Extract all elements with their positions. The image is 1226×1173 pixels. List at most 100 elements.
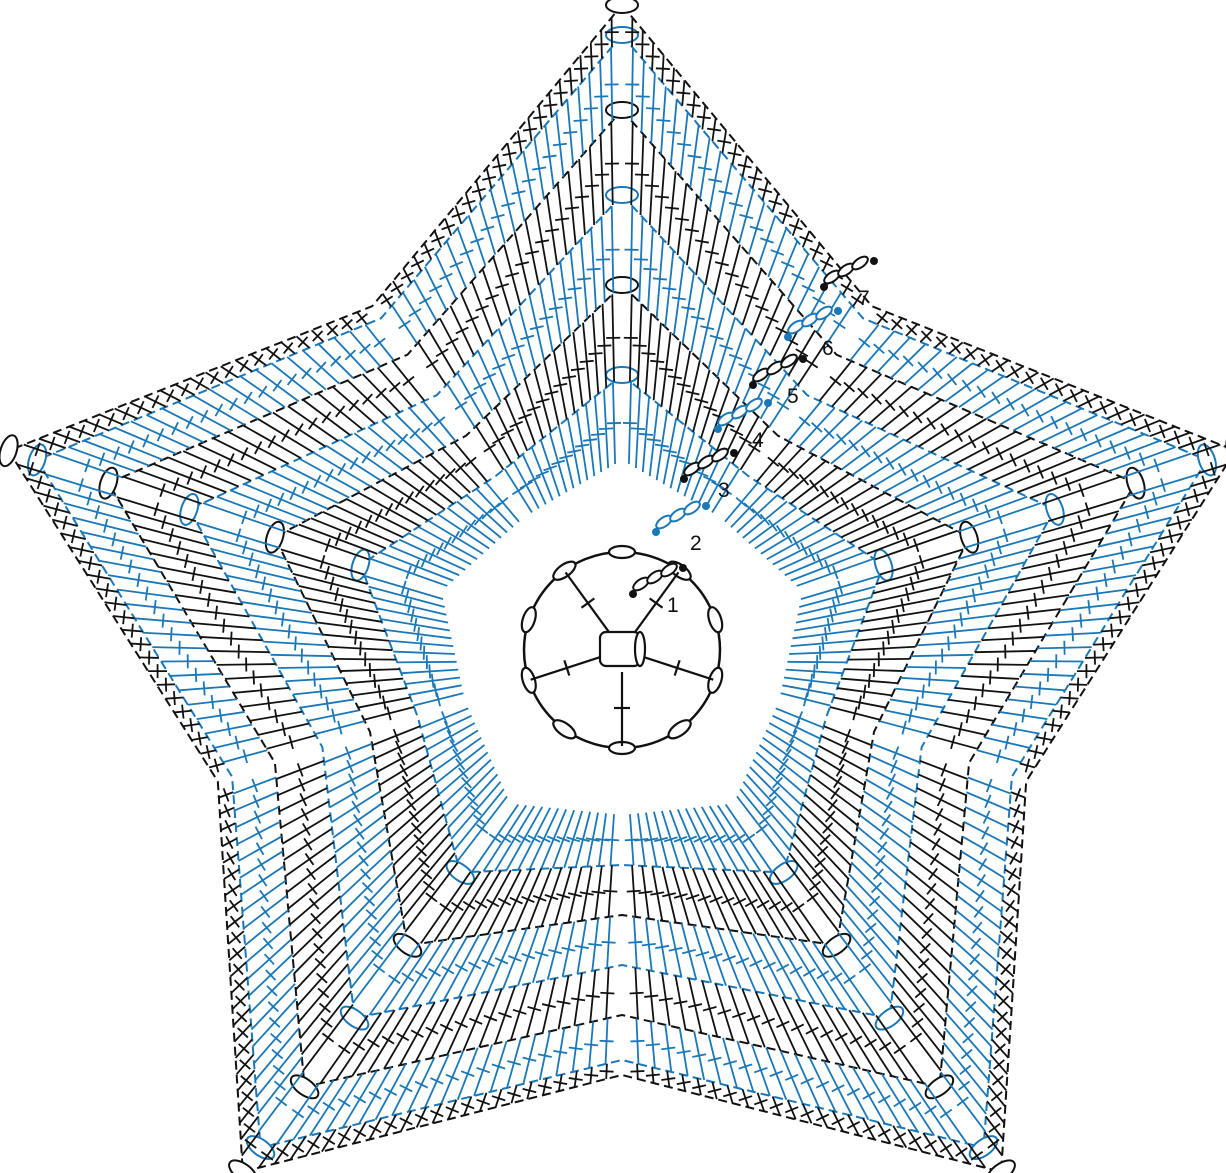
slip-stitch-dot — [702, 502, 710, 510]
stitch-bar — [767, 392, 779, 399]
stitch-bar — [830, 973, 842, 981]
stitch-bar — [1034, 593, 1036, 607]
stitch-bar — [374, 446, 382, 457]
stitch-bar — [261, 906, 269, 917]
stitch-bar — [243, 1108, 254, 1117]
stitch-bar — [837, 764, 844, 776]
stitch-bar — [384, 1122, 396, 1129]
stitch-bar — [585, 185, 599, 186]
stitch-bar — [820, 486, 828, 497]
stitch-bar — [625, 839, 639, 840]
stitch-bar — [639, 891, 653, 893]
stitch-bar — [304, 838, 312, 850]
stitch-bar — [1041, 378, 1048, 390]
stitch-bar — [562, 376, 576, 378]
stitch-bar — [132, 624, 133, 638]
stitch-bar — [273, 1065, 284, 1074]
stitch-bar — [599, 428, 613, 429]
stitch-bar — [232, 932, 241, 943]
stitch-bar — [381, 296, 393, 304]
stitch-bar — [630, 1041, 644, 1042]
stitch-bar — [911, 469, 918, 481]
stitch-bar — [543, 105, 557, 106]
stitch-bar — [350, 457, 358, 469]
stitch-bar — [878, 842, 887, 853]
stitch-bar — [553, 384, 567, 387]
stitch-bar — [503, 153, 517, 156]
stitch-bar — [728, 153, 742, 156]
stitch-bar — [437, 543, 443, 556]
stitch-bar — [1111, 624, 1112, 638]
stitch-bar — [398, 753, 405, 765]
slip-stitch-dot — [784, 333, 792, 341]
stitch-bar — [810, 881, 821, 890]
stitch-bar — [1022, 404, 1029, 416]
slip-stitch-dot — [764, 399, 772, 407]
stitch-bar — [927, 883, 936, 894]
stitch-bar — [974, 906, 982, 917]
stitch-bar — [440, 1024, 453, 1030]
stitch-bar — [1069, 691, 1070, 705]
stitch-bar — [167, 389, 173, 401]
stitch-bar — [140, 637, 141, 651]
stitch-bar — [370, 937, 381, 946]
stitch-bar — [1119, 610, 1121, 624]
stitch-bar — [894, 1133, 906, 1140]
stitch-bar — [661, 1078, 675, 1080]
stitch-bar — [369, 1126, 381, 1133]
stitch-bar — [634, 259, 648, 260]
stitch-bar — [568, 288, 582, 289]
chain-oval — [606, 187, 638, 203]
stitch-bar — [776, 327, 789, 333]
stitch-bar — [1080, 614, 1081, 628]
stitch-bar — [397, 1033, 409, 1040]
stitch-bar — [419, 297, 431, 304]
stitch-bar — [323, 1103, 335, 1111]
stitch-bar — [973, 589, 976, 603]
stitch-bar — [464, 392, 476, 399]
stitch-bar — [643, 269, 657, 270]
stitch-bar — [152, 395, 158, 408]
stitch-bar — [925, 1141, 937, 1149]
stitch-bar — [849, 440, 858, 451]
stitch-bar — [229, 884, 237, 896]
stitch-bar — [362, 452, 370, 464]
stitch-bar — [581, 598, 594, 607]
stitch-bar — [644, 996, 658, 997]
stitch-bar — [863, 937, 874, 946]
chain-oval — [983, 1156, 1018, 1173]
stitch-bar — [455, 402, 467, 410]
stitch-bar — [1136, 583, 1138, 597]
stitch-bar — [967, 709, 969, 723]
stitch-bar — [645, 185, 659, 186]
stitch-bar — [591, 434, 605, 435]
stitch-bar — [630, 1071, 644, 1072]
stitch-bar — [940, 1110, 951, 1118]
stitch-bar — [275, 601, 277, 615]
stitch-bar — [259, 874, 267, 886]
stitch-bar — [777, 964, 789, 971]
stitch-bar — [990, 670, 991, 684]
stitch-bar — [288, 374, 297, 385]
stitch-bar — [440, 904, 451, 912]
stitch-bar — [969, 436, 976, 448]
stitch-bar — [257, 843, 264, 855]
stitch-bar — [452, 903, 464, 911]
stitch-bar — [1144, 570, 1146, 584]
stitch-bar — [533, 117, 547, 119]
stitch-bar — [810, 480, 819, 491]
stitch-bar — [338, 1045, 349, 1053]
stitch-bar — [345, 609, 347, 623]
stitch-bar — [831, 492, 839, 504]
stitch-bar — [869, 674, 870, 688]
stitch-bar — [574, 120, 588, 121]
stitch-bar — [523, 129, 537, 131]
stitch-bar — [554, 92, 568, 93]
stitch-bar — [899, 463, 906, 475]
stitch-bar — [793, 904, 804, 912]
stitch-bar — [980, 843, 987, 855]
stitch-bar — [244, 392, 252, 404]
stitch-bar — [588, 944, 602, 946]
stitch-bar — [769, 902, 781, 909]
stitch-bar — [1020, 619, 1021, 633]
